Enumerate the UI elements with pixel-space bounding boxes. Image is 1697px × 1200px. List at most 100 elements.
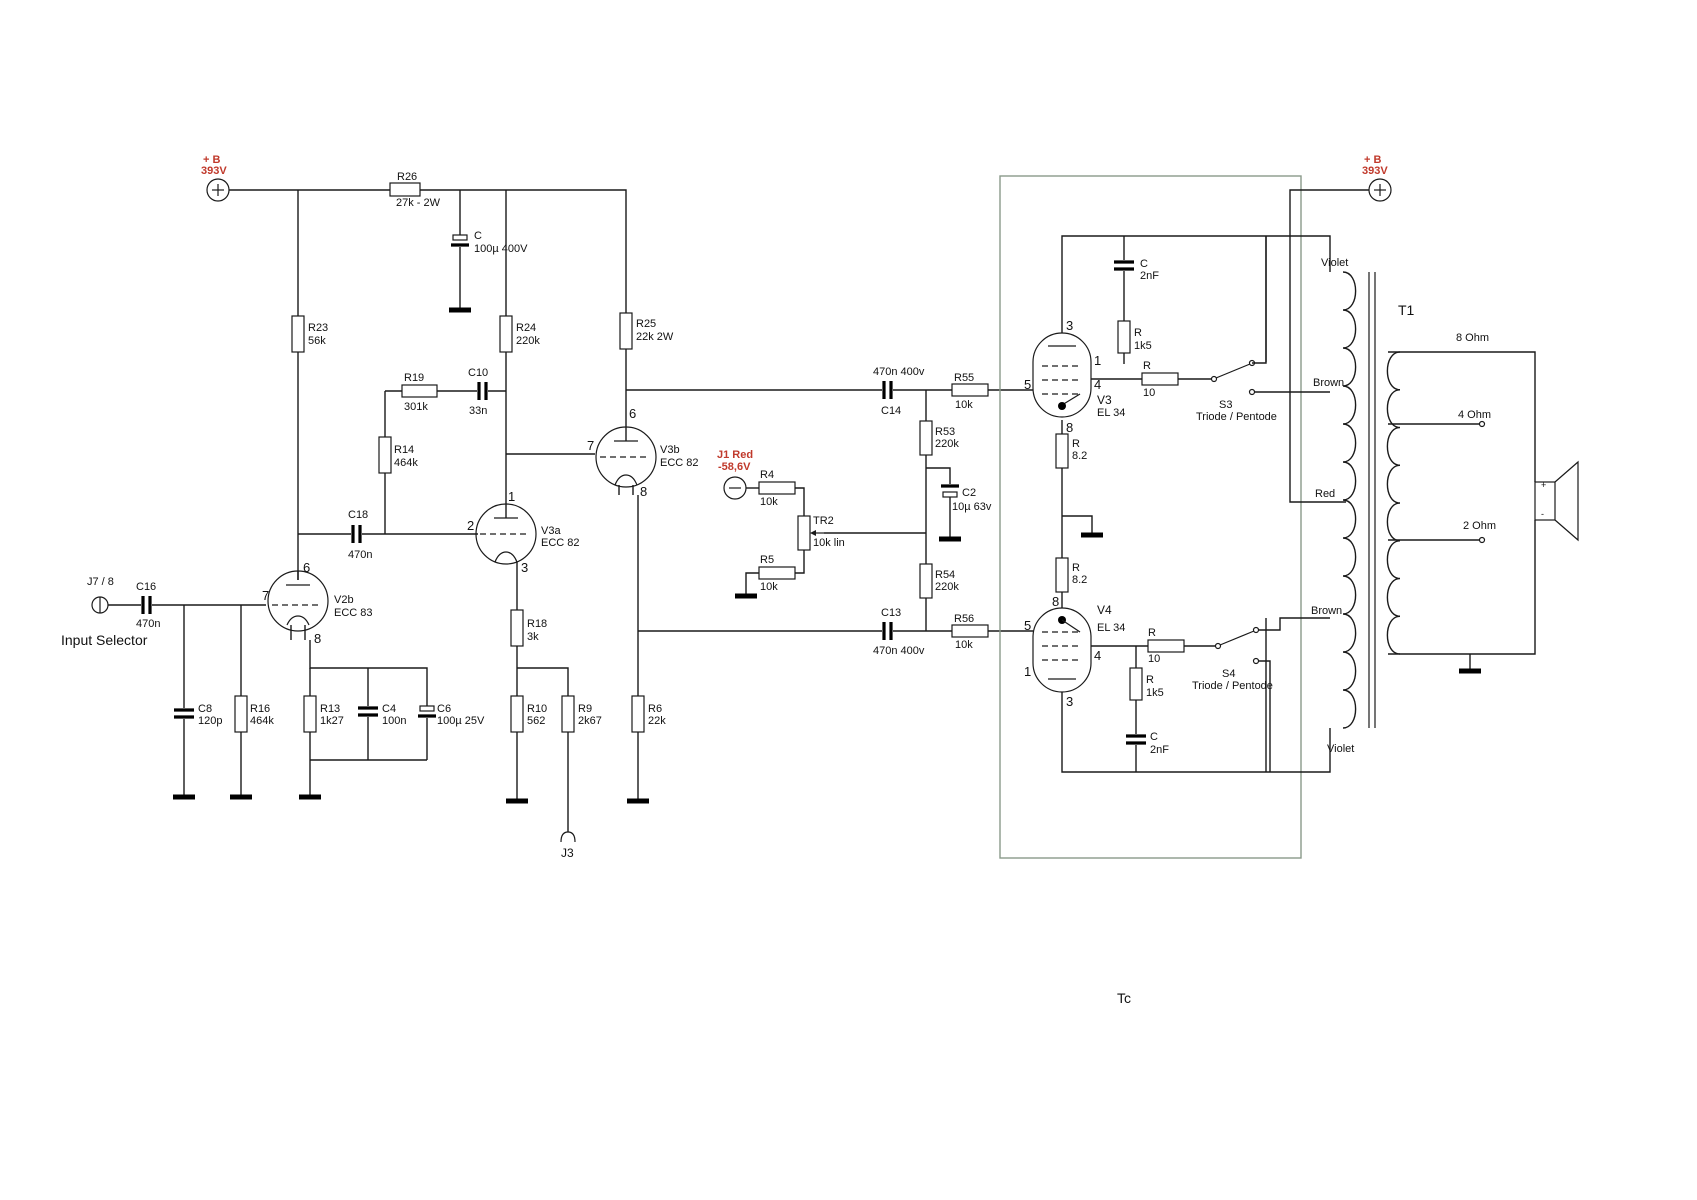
svg-text:1: 1: [1094, 353, 1101, 368]
svg-text:R14: R14: [394, 444, 414, 456]
resistor-R10-V3: [1141, 372, 1179, 386]
svg-text:22k: 22k: [648, 715, 666, 727]
svg-text:470n: 470n: [136, 618, 160, 630]
svg-text:Red: Red: [1315, 488, 1335, 500]
svg-text:R: R: [1148, 627, 1156, 639]
svg-text:R23: R23: [308, 322, 328, 334]
svg-text:C: C: [1140, 258, 1148, 270]
svg-text:3: 3: [1066, 694, 1073, 709]
svg-text:393V: 393V: [1362, 165, 1388, 177]
svg-text:10: 10: [1148, 653, 1160, 665]
resistor-R53: [919, 420, 933, 456]
svg-text:393V: 393V: [201, 165, 227, 177]
svg-text:Input Selector: Input Selector: [61, 632, 148, 648]
bias-minus-terminal: [723, 476, 747, 500]
svg-text:10k lin: 10k lin: [813, 537, 845, 549]
svg-text:10k: 10k: [955, 639, 973, 651]
svg-text:R: R: [1134, 327, 1142, 339]
trimmer-TR2: [797, 515, 811, 551]
svg-text:R18: R18: [527, 618, 547, 630]
svg-text:470n 400v: 470n 400v: [873, 366, 925, 378]
svg-text:6: 6: [629, 406, 636, 421]
svg-text:R13: R13: [320, 703, 340, 715]
svg-text:2nF: 2nF: [1150, 744, 1169, 756]
capacitor-C2: [942, 491, 958, 498]
svg-text:R55: R55: [954, 372, 974, 384]
svg-text:470n 400v: 470n 400v: [873, 645, 925, 657]
svg-text:1k5: 1k5: [1134, 340, 1152, 352]
svg-text:56k: 56k: [308, 335, 326, 347]
svg-text:J1 Red: J1 Red: [717, 449, 753, 461]
switch-S3: [1210, 359, 1256, 396]
svg-text:6: 6: [303, 560, 310, 575]
svg-text:4 Ohm: 4 Ohm: [1458, 409, 1491, 421]
svg-text:V3b: V3b: [660, 444, 680, 456]
resistor-R8.2-V3: [1055, 433, 1069, 469]
svg-text:R6: R6: [648, 703, 662, 715]
svg-text:464k: 464k: [250, 715, 274, 727]
svg-text:2k67: 2k67: [578, 715, 602, 727]
resistor-R23: [291, 315, 305, 353]
svg-text:R24: R24: [516, 322, 536, 334]
svg-text:-: -: [1541, 509, 1544, 519]
svg-text:10k: 10k: [955, 399, 973, 411]
svg-text:R4: R4: [760, 469, 774, 481]
svg-text:ECC 82: ECC 82: [541, 537, 580, 549]
svg-text:+ B: + B: [1364, 154, 1381, 166]
svg-text:S4: S4: [1222, 668, 1235, 680]
svg-text:464k: 464k: [394, 457, 418, 469]
svg-text:220k: 220k: [516, 335, 540, 347]
svg-text:7: 7: [262, 588, 269, 603]
svg-text:C14: C14: [881, 405, 901, 417]
svg-text:7: 7: [587, 438, 594, 453]
svg-text:8: 8: [1052, 594, 1059, 609]
svg-text:C2: C2: [962, 487, 976, 499]
svg-text:5: 5: [1024, 377, 1031, 392]
svg-text:Brown: Brown: [1311, 605, 1342, 617]
svg-text:EL 34: EL 34: [1097, 622, 1125, 634]
svg-text:10k: 10k: [760, 496, 778, 508]
svg-text:R53: R53: [935, 426, 955, 438]
svg-text:Triode / Pentode: Triode / Pentode: [1196, 411, 1277, 423]
svg-text:33n: 33n: [469, 405, 487, 417]
svg-text:22k 2W: 22k 2W: [636, 331, 674, 343]
svg-text:8: 8: [1066, 420, 1073, 435]
svg-text:10k: 10k: [760, 581, 778, 593]
svg-text:TR2: TR2: [813, 515, 834, 527]
svg-text:220k: 220k: [935, 581, 959, 593]
resistor-R16: [234, 695, 248, 733]
resistor-R24: [499, 315, 513, 353]
tube-V4: [1032, 607, 1092, 693]
svg-text:J3: J3: [561, 846, 574, 860]
supply-left: + B 393V: [201, 154, 230, 202]
supply-right: + B 393V: [1362, 154, 1392, 202]
svg-text:Tc: Tc: [1117, 990, 1131, 1006]
svg-text:8: 8: [640, 484, 647, 499]
svg-text:-58,6V: -58,6V: [718, 461, 751, 473]
resistor-R6: [631, 695, 645, 733]
svg-text:R16: R16: [250, 703, 270, 715]
svg-text:1: 1: [508, 489, 515, 504]
svg-text:C6: C6: [437, 703, 451, 715]
svg-text:J7 / 8: J7 / 8: [87, 576, 114, 588]
svg-text:R19: R19: [404, 372, 424, 384]
svg-text:EL 34: EL 34: [1097, 407, 1125, 419]
svg-text:4: 4: [1094, 648, 1101, 663]
svg-text:V2b: V2b: [334, 594, 354, 606]
svg-text:+: +: [1541, 480, 1546, 490]
svg-text:R: R: [1143, 360, 1151, 372]
svg-text:562: 562: [527, 715, 545, 727]
resistor-R25: [619, 312, 633, 350]
svg-text:Triode / Pentode: Triode / Pentode: [1192, 680, 1273, 692]
resistor-R10-V4: [1147, 639, 1185, 653]
resistor-R56: [951, 624, 989, 638]
svg-text:8.2: 8.2: [1072, 574, 1087, 586]
resistor-R13: [303, 695, 317, 733]
svg-text:C16: C16: [136, 581, 156, 593]
svg-text:8: 8: [314, 631, 321, 646]
svg-text:100n: 100n: [382, 715, 406, 727]
svg-text:R10: R10: [527, 703, 547, 715]
speaker-icon: + -: [1534, 460, 1579, 542]
svg-text:2: 2: [467, 518, 474, 533]
